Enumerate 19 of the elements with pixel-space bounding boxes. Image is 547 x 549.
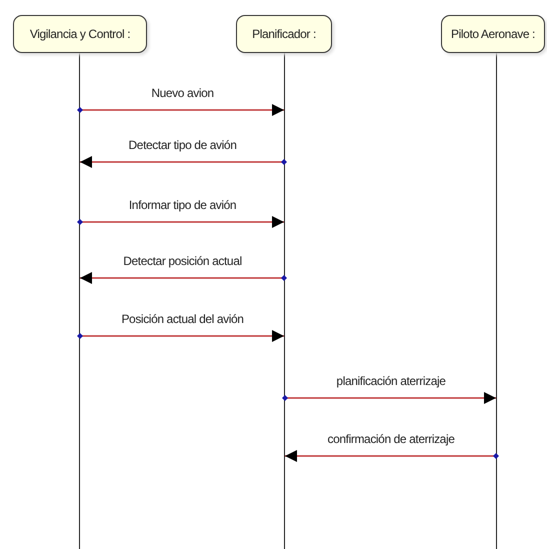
edge-label: Posición actual del avión	[119, 312, 246, 326]
edge-label: Detectar tipo de avión	[126, 138, 238, 152]
message-arrow	[285, 450, 499, 462]
edge-label: planificación aterrizaje	[334, 374, 448, 388]
participant-box: Piloto Aeronave :	[441, 15, 545, 53]
message-arrow	[282, 392, 496, 404]
message-arrow	[80, 156, 287, 168]
lifeline	[284, 53, 285, 549]
edge-label: Nuevo avion	[149, 86, 216, 100]
edge-label: Detectar posición actual	[121, 254, 244, 268]
edge-label: confirmación de aterrizaje	[326, 432, 456, 446]
message-arrow	[80, 272, 287, 284]
lifeline	[79, 53, 80, 549]
message-arrow	[77, 104, 284, 116]
message-arrow	[77, 216, 284, 228]
lifeline	[496, 53, 497, 549]
participant-box: Vigilancia y Control :	[13, 15, 147, 53]
participant-box: Planificador :	[236, 15, 332, 53]
message-arrow	[77, 330, 284, 342]
